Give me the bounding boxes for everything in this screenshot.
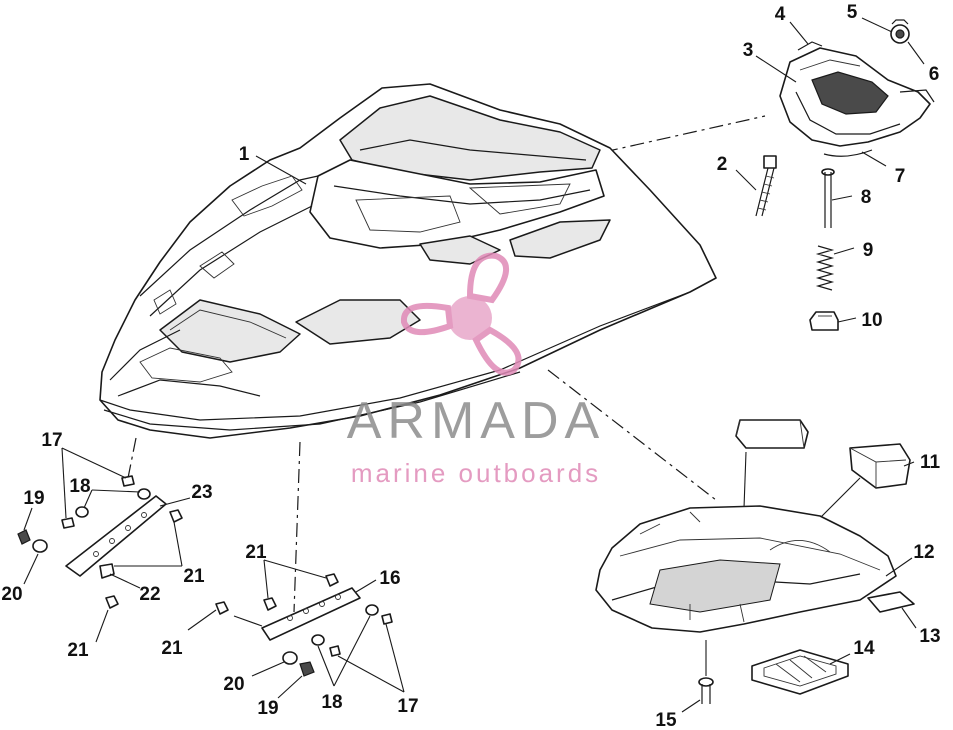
- callout-17-left: 17: [41, 430, 62, 451]
- washer-18-right-upper: [365, 604, 379, 616]
- pin-17-left: [121, 475, 135, 487]
- bushing-20-left: [32, 539, 48, 553]
- assembly-line-hood-belly-pan: [547, 369, 717, 501]
- callout-10: 10: [861, 310, 882, 331]
- callout-4: 4: [775, 4, 786, 25]
- nut-21-right-b: [325, 573, 339, 587]
- callout-13: 13: [919, 626, 940, 647]
- nut-21-left-upper: [169, 509, 183, 523]
- assembly-line-hood-windshield: [603, 115, 766, 153]
- callout-20-left: 20: [1, 584, 22, 605]
- callout-9: 9: [863, 240, 874, 261]
- screw-part: [698, 677, 714, 704]
- callout-19-left: 19: [23, 488, 44, 509]
- callout-7: 7: [895, 166, 906, 187]
- assembly-lines: [127, 115, 766, 613]
- bolt-19-left: [17, 529, 31, 545]
- pin-17-right-upper: [381, 613, 393, 625]
- callout-15: 15: [655, 710, 677, 730]
- watermark-tagline: marine outboards: [351, 458, 601, 488]
- callout-21-right-upper: 21: [245, 542, 267, 563]
- callout-3: 3: [743, 40, 754, 61]
- spacer-22: [99, 563, 115, 579]
- callout-21-right-lower: 21: [161, 638, 183, 659]
- callout-8: 8: [861, 187, 872, 208]
- decal-part: [867, 591, 915, 613]
- callout-2: 2: [717, 154, 728, 175]
- grill-part: [751, 649, 849, 695]
- callout-11: 11: [920, 452, 941, 473]
- belly-pan-part: [595, 505, 897, 633]
- spring-part: [815, 245, 835, 291]
- foam-block-part: [735, 419, 911, 489]
- callout-12: 12: [913, 542, 934, 563]
- callout-19-right: 19: [257, 698, 278, 719]
- gasket-part: [823, 149, 873, 157]
- windshield-part: [779, 47, 935, 147]
- foam-block-leader: [743, 451, 747, 509]
- pin-17-right-lower: [329, 645, 341, 657]
- callout-1: 1: [239, 144, 250, 165]
- assembly-line-hood-left-bracket: [127, 437, 137, 479]
- nut-21-right-c: [215, 601, 229, 615]
- trim-wire-part: [797, 41, 823, 51]
- callout-18-right: 18: [321, 692, 342, 713]
- callout-18-left: 18: [69, 476, 90, 497]
- callout-23: 23: [191, 482, 212, 503]
- callout-21-left-lower: 21: [67, 640, 89, 661]
- nut-21-right-a: [263, 597, 277, 611]
- watermark-brand: ARMADA: [347, 392, 605, 450]
- callout-20-right: 20: [223, 674, 244, 695]
- callout-17-right: 17: [397, 696, 418, 717]
- nut-21-left-lower: [105, 595, 119, 609]
- leader-lines: [23, 17, 925, 713]
- washer-18-left-upper: [137, 488, 151, 500]
- assembly-line-hood-right-bracket: [293, 441, 301, 613]
- callout-22: 22: [139, 584, 160, 605]
- bolt-19-right: [299, 661, 315, 677]
- hood-part: [99, 83, 717, 439]
- washer-18-right-lower: [311, 634, 325, 646]
- knob-part: [890, 19, 910, 44]
- callout-14: 14: [853, 638, 875, 659]
- right-bracket-part: [261, 587, 361, 641]
- bolt-part: [755, 155, 777, 217]
- propeller-icon: [400, 252, 522, 376]
- clip-part: [809, 311, 839, 331]
- washer-18-left: [75, 506, 89, 518]
- callout-5: 5: [847, 2, 858, 23]
- bushing-20-right: [282, 651, 298, 665]
- pin-part: [821, 168, 835, 228]
- callout-6: 6: [929, 64, 940, 85]
- watermark-logo: ARMADA marine outboards: [347, 252, 605, 488]
- callout-21-left-upper: 21: [183, 566, 205, 587]
- pin-17-left-lower: [61, 517, 75, 529]
- callout-16: 16: [379, 568, 400, 589]
